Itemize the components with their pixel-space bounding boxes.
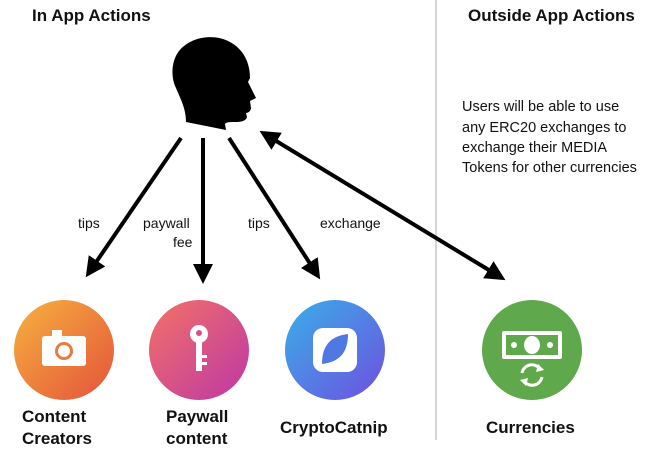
exchange-note: Users will be able to use any ERC20 exch… xyxy=(462,99,637,176)
key-icon xyxy=(190,325,208,371)
edge-label-tips-left: tips xyxy=(78,215,100,231)
heading-outside-app-actions: Outside App Actions xyxy=(468,6,635,25)
edge-label-tips-right: tips xyxy=(248,215,270,231)
note-line-1: Users will be able to use xyxy=(462,99,619,115)
node-paywall-content: Paywall content xyxy=(149,300,249,448)
banknote-exchange-icon xyxy=(502,331,562,387)
edge-label-fee: fee xyxy=(173,234,193,250)
camera-icon xyxy=(42,330,86,366)
leaf-app-icon xyxy=(313,328,357,372)
edge-label-exchange: exchange xyxy=(320,215,381,231)
arrow-exchange xyxy=(259,130,506,281)
edge-label-paywall: paywall xyxy=(143,215,190,231)
content-creators-label-line-1: Content xyxy=(22,407,87,426)
note-line-3: exchange their MEDIA xyxy=(462,140,607,156)
content-creators-label-line-2: Creators xyxy=(22,429,92,448)
heading-in-app-actions: In App Actions xyxy=(32,6,151,25)
paywall-content-label-line-1: Paywall xyxy=(166,407,228,426)
node-cryptocatnip: CryptoCatnip xyxy=(280,300,388,437)
cryptocatnip-label: CryptoCatnip xyxy=(280,418,388,437)
node-content-creators: Content Creators xyxy=(14,300,114,448)
arrow-tips-to-creators xyxy=(85,136,183,278)
node-currencies: Currencies xyxy=(482,300,582,437)
paywall-content-label-line-2: content xyxy=(166,429,228,448)
currencies-label: Currencies xyxy=(486,418,575,437)
note-line-2: any ERC20 exchanges to xyxy=(462,120,626,136)
head-silhouette-icon xyxy=(172,37,256,130)
note-line-4: Tokens for other currencies xyxy=(462,160,637,176)
